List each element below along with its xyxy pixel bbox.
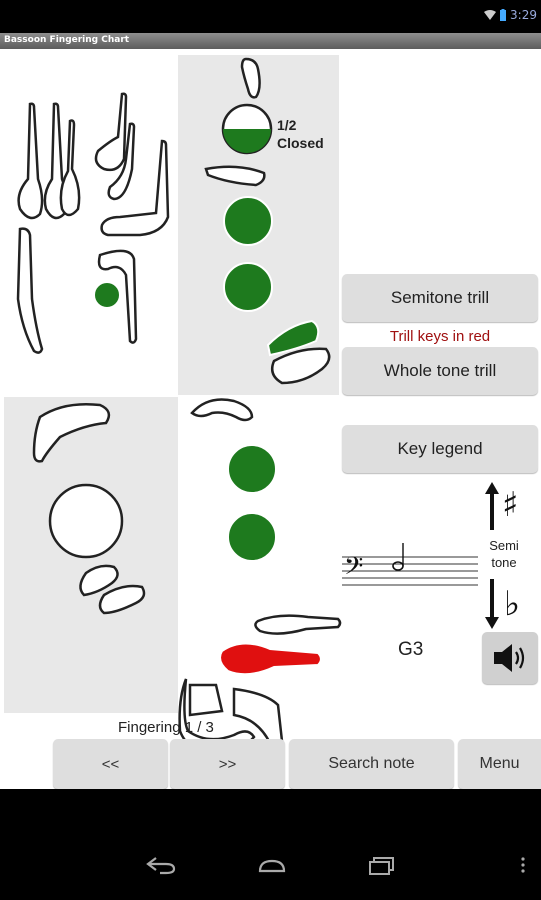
- low-f-key: [188, 683, 224, 717]
- half-hole-label: 1/2 Closed: [277, 116, 324, 152]
- semitone-trill-button[interactable]: Semitone trill: [342, 274, 538, 322]
- low-d-key: [16, 227, 44, 354]
- a-flat-thumb-key: [79, 564, 119, 597]
- c-sharp-key: [97, 249, 138, 344]
- trill-key-red: [219, 642, 322, 676]
- search-note-button[interactable]: Search note: [289, 739, 454, 789]
- recents-icon[interactable]: [369, 857, 395, 875]
- play-sound-button[interactable]: [482, 632, 538, 684]
- low-g-key: [178, 678, 256, 755]
- sharp-symbol[interactable]: ♯: [502, 485, 519, 525]
- half-hole-label-line1: 1/2: [277, 117, 297, 133]
- low-c-key: [271, 347, 331, 385]
- thumb-hole-closed: [93, 281, 121, 309]
- fingering-indicator: Fingering 1 / 3: [118, 719, 214, 736]
- hole-5-closed: [227, 512, 277, 562]
- key-legend-button[interactable]: Key legend: [342, 425, 538, 473]
- b-flat-thumb-key: [98, 584, 146, 615]
- f-sharp-pinky-key: [190, 398, 254, 422]
- status-time: 3:29: [510, 8, 537, 22]
- semitone-up-arrow[interactable]: [484, 482, 500, 532]
- app-title: Bassoon Fingering Chart: [4, 35, 130, 45]
- e-flat-key: [204, 165, 266, 187]
- hole-3-closed: [223, 262, 273, 312]
- semitone-down-arrow[interactable]: [484, 579, 500, 629]
- low-keys-bottom: [178, 678, 256, 755]
- flick-key: [240, 57, 261, 99]
- thumb-key-5: [107, 122, 136, 201]
- left-hand-finger-keys: [204, 57, 331, 385]
- note-name: G3: [398, 639, 424, 660]
- title-bar: Bassoon Fingering Chart: [0, 33, 541, 49]
- back-icon[interactable]: [146, 856, 176, 875]
- semitone-label-line1: Semi: [489, 538, 519, 553]
- trill-hint: Trill keys in red: [389, 328, 491, 345]
- wifi-icon: [484, 10, 497, 20]
- speaker-icon: [494, 644, 525, 672]
- previous-fingering-button[interactable]: <<: [53, 739, 168, 789]
- note-staff: 𝄢: [342, 543, 478, 587]
- overflow-menu-icon[interactable]: [520, 857, 526, 873]
- whole-tone-trill-button[interactable]: Whole tone trill: [342, 347, 538, 395]
- e-thumb-key: [48, 483, 124, 559]
- hole-4-closed: [227, 444, 277, 494]
- right-thumb-keys: [32, 403, 146, 615]
- f-sharp-thumb-key: [32, 403, 111, 463]
- c-sharp-trill-key-closed: [266, 319, 320, 357]
- whisper-key: [17, 102, 44, 220]
- hole-2-closed: [223, 196, 273, 246]
- semitone-label-line2: tone: [491, 555, 517, 570]
- right-hand-finger-keys: [188, 398, 342, 747]
- flat-symbol[interactable]: ♭: [504, 584, 521, 624]
- bass-clef: 𝄢: [344, 552, 363, 587]
- status-icons: 3:29: [484, 8, 537, 22]
- home-icon[interactable]: [257, 859, 287, 873]
- semitone-label: Semi tone: [482, 537, 526, 571]
- half-hole-closed: [223, 129, 271, 153]
- thumb-key-6: [100, 139, 170, 237]
- app-content: 1/2 Closed Semitone trill Trill keys in …: [0, 49, 541, 789]
- thumb-key-4: [94, 92, 128, 172]
- note-head: [392, 561, 404, 571]
- next-fingering-button[interactable]: >>: [170, 739, 285, 789]
- menu-button[interactable]: Menu: [458, 739, 541, 789]
- g-sharp-key: [254, 614, 342, 635]
- left-thumb-keys: [16, 92, 170, 354]
- thumb-key-3: [59, 119, 81, 217]
- system-navigation-bar: [0, 789, 541, 900]
- half-hole-label-line2: Closed: [277, 135, 324, 151]
- status-bar: 3:29: [0, 0, 541, 33]
- battery-icon: [500, 9, 507, 21]
